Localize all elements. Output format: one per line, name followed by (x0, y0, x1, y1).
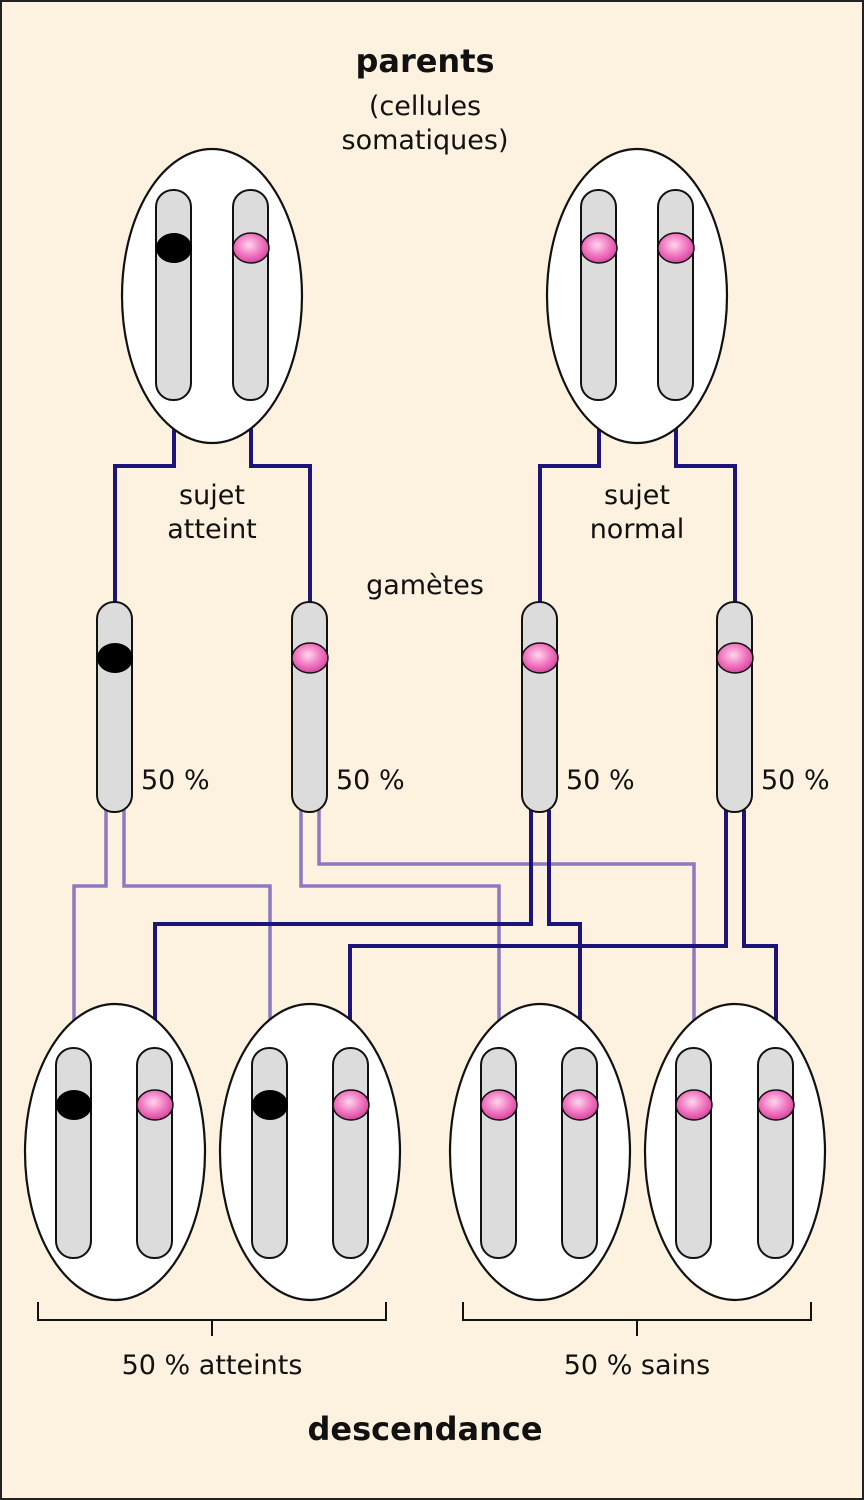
gamete-2-percentage: 50 % (336, 765, 405, 796)
line-gamete2-to-offspring3 (299, 810, 501, 1050)
somatic-cells-label-line1: (cellules (369, 91, 481, 122)
chromosome-normal (232, 189, 269, 401)
normal-subject-label-line1: sujet (604, 480, 670, 511)
parents-title: parents (355, 42, 494, 80)
line-gamete2-to-offspring4 (317, 810, 696, 1050)
bracket-affected (37, 1302, 387, 1336)
somatic-cells-label-line2: somatiques) (342, 125, 509, 156)
gamete-4 (716, 601, 754, 813)
normal-allele-dot (657, 232, 695, 264)
offspring-healthy-label: 50 % sains (564, 1350, 710, 1381)
chromosome-normal (657, 189, 694, 401)
line-affected-chrom1-to-gamete1 (113, 400, 176, 604)
line-gamete1-to-offspring1 (72, 810, 108, 1050)
normal-allele-dot (580, 232, 618, 264)
gamete-3-percentage: 50 % (566, 765, 635, 796)
gamete-1 (96, 601, 133, 813)
offspring-4 (643, 1002, 827, 1302)
normal-allele-dot (291, 642, 329, 674)
gamete-to-offspring-lines (72, 810, 778, 1050)
normal-subject-label-line2: normal (590, 514, 685, 545)
gamete-4-percentage: 50 % (761, 765, 830, 796)
offspring-1 (23, 1002, 207, 1302)
normal-allele-dot (332, 1089, 370, 1121)
line-gamete4-to-offspring4 (742, 810, 778, 1050)
line-gamete4-to-offspring2 (348, 810, 728, 1050)
normal-allele-dot (675, 1089, 713, 1121)
mutant-allele-dot (156, 233, 192, 263)
chromosome-mutant (155, 189, 192, 401)
descendance-title: descendance (307, 1410, 542, 1448)
normal-allele-dot (757, 1089, 795, 1121)
normal-allele-dot (521, 642, 559, 674)
chromosome-normal (580, 189, 617, 401)
normal-allele-dot (561, 1089, 599, 1121)
offspring-affected-label: 50 % atteints (122, 1350, 303, 1381)
line-gamete3-to-offspring3 (547, 810, 582, 1050)
offspring-3 (448, 1002, 632, 1302)
normal-allele-dot (136, 1089, 174, 1121)
affected-subject-label-line2: atteint (167, 514, 257, 545)
gamete-1-percentage: 50 % (141, 765, 210, 796)
mutant-allele-dot (56, 1090, 92, 1120)
gametes-label: gamètes (366, 570, 484, 601)
mutant-allele-dot (97, 643, 133, 673)
affected-subject-label-line1: sujet (179, 480, 245, 511)
parent-normal-cell (545, 147, 729, 445)
line-gamete3-to-offspring1 (153, 810, 533, 1050)
normal-allele-dot (232, 232, 270, 264)
line-normal-chrom1-to-gamete3 (538, 400, 601, 604)
line-affected-chrom2-to-gamete2 (249, 400, 312, 604)
line-gamete1-to-offspring2 (122, 810, 272, 1050)
offspring-2 (218, 1002, 402, 1302)
gamete-3 (521, 601, 559, 813)
parent-affected-cell (120, 147, 304, 445)
normal-allele-dot (716, 642, 754, 674)
normal-allele-dot (480, 1089, 518, 1121)
gamete-2 (291, 601, 329, 813)
mutant-allele-dot (252, 1090, 288, 1120)
bracket-healthy (462, 1302, 812, 1336)
parent-to-gamete-lines (113, 400, 737, 604)
line-normal-chrom2-to-gamete4 (674, 400, 737, 604)
